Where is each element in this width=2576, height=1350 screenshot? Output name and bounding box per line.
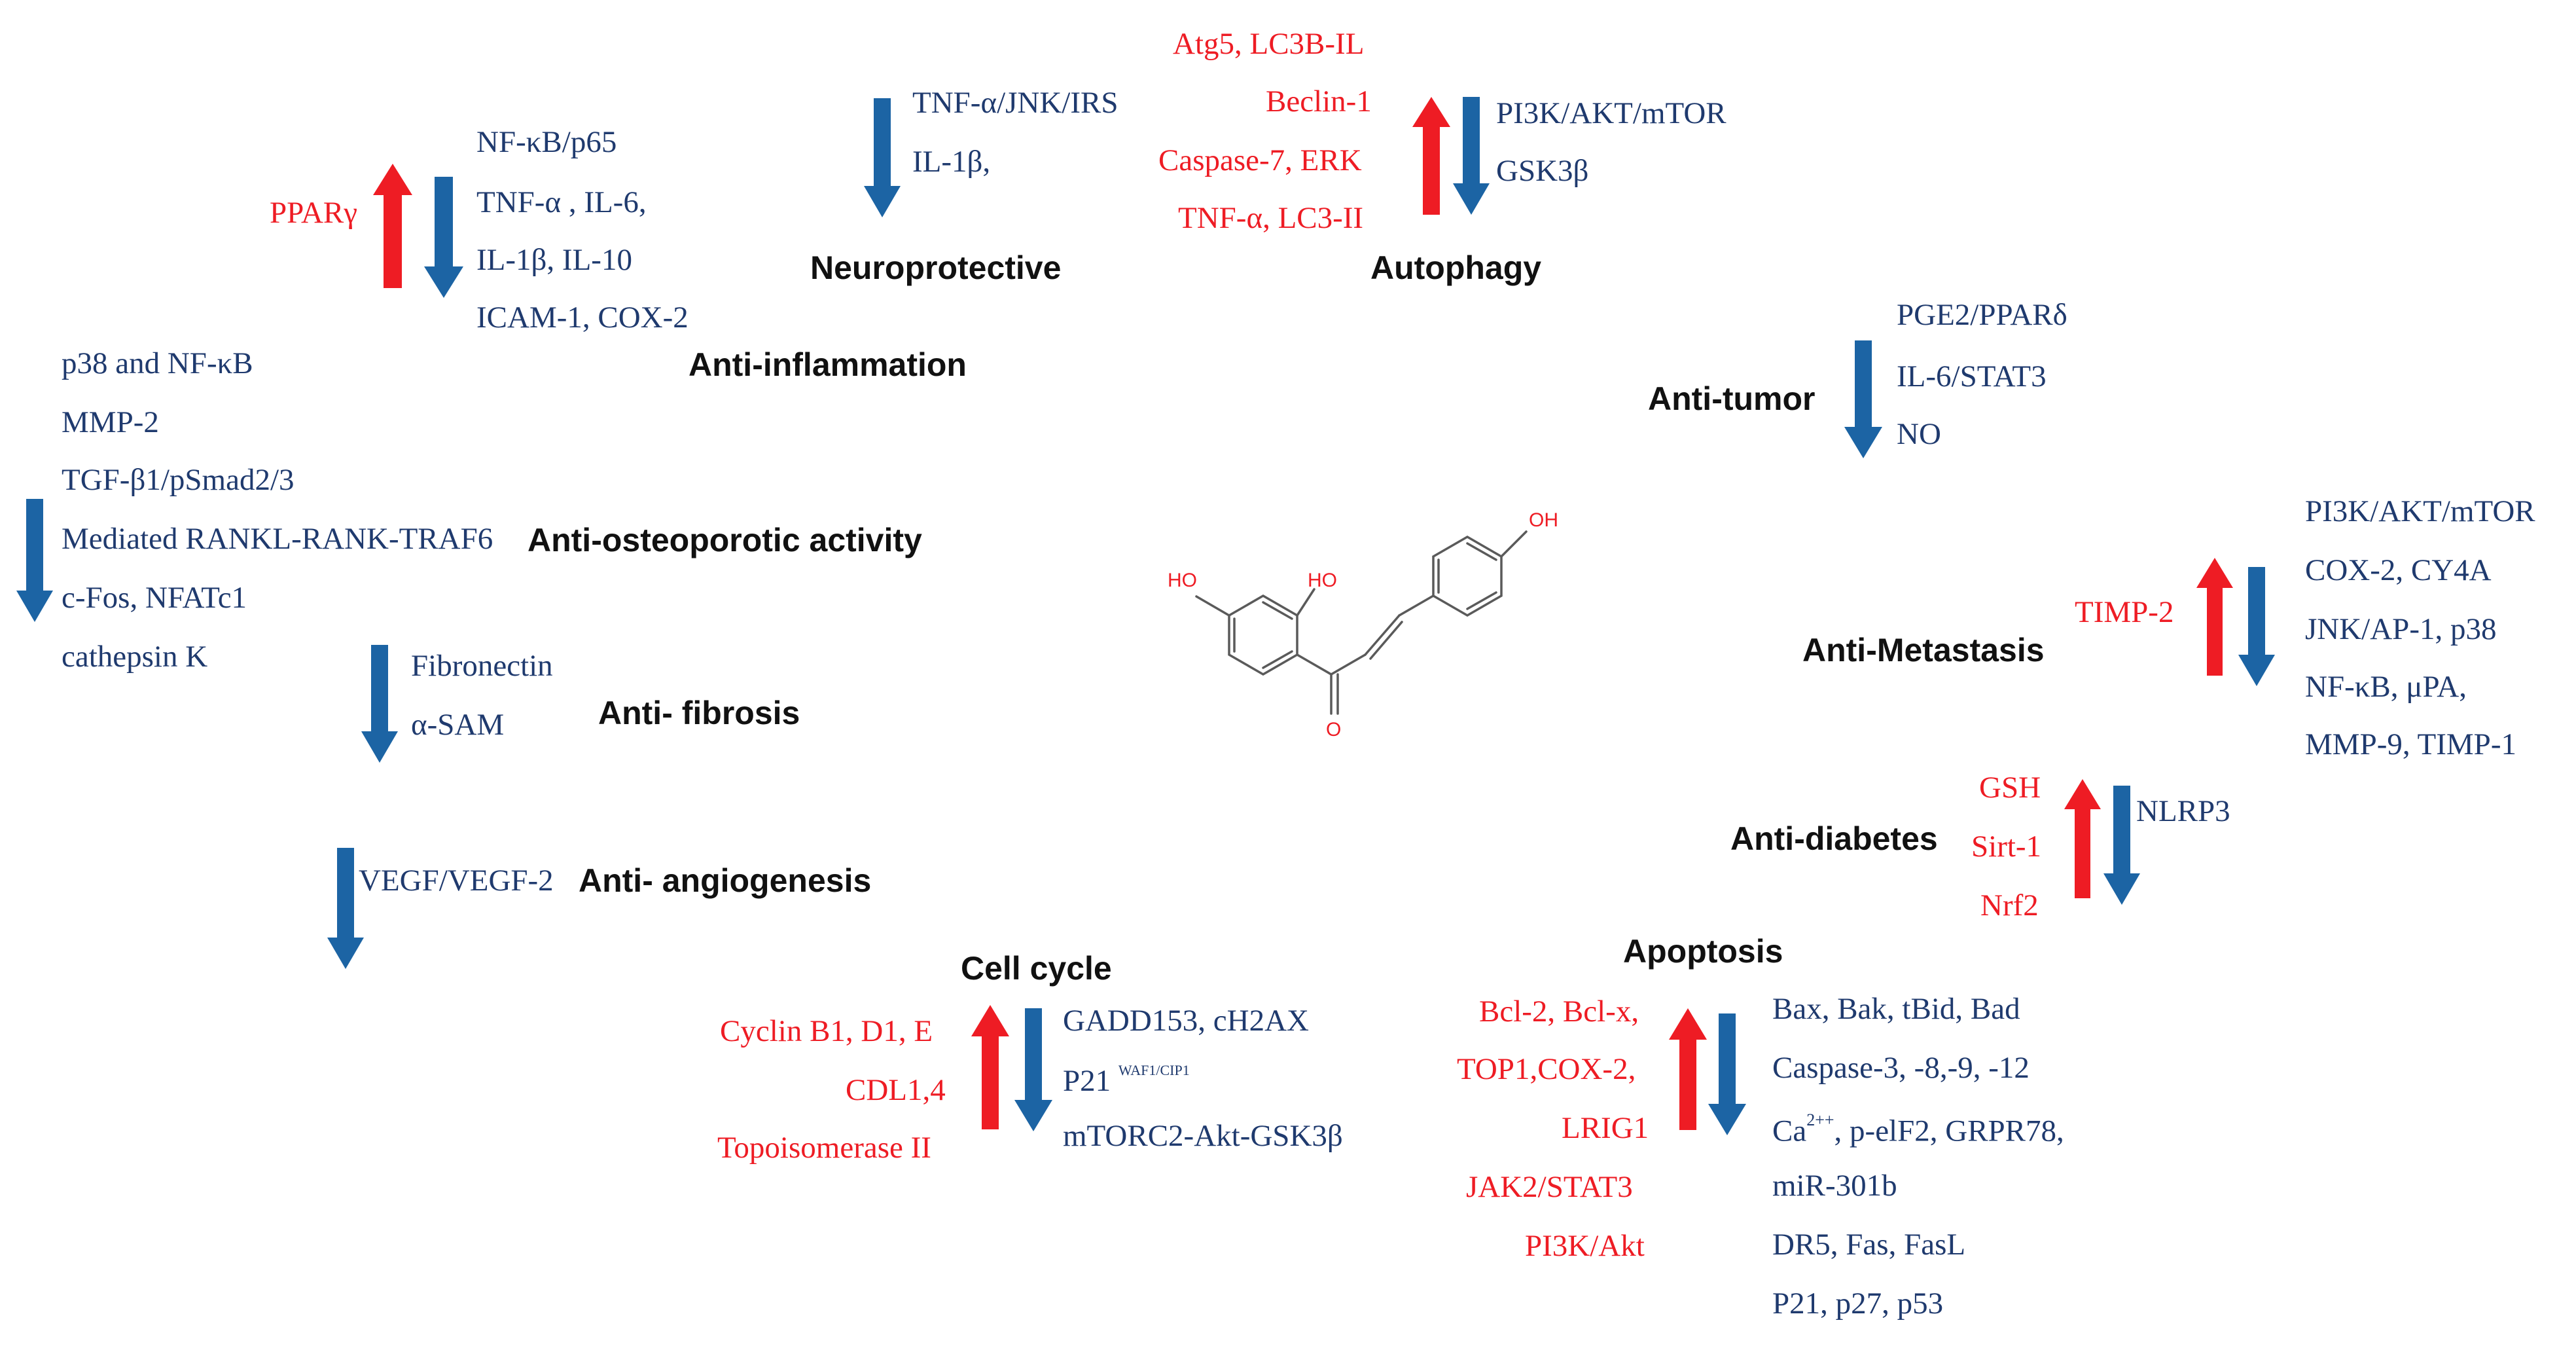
molecule-atom-label: OH <box>1529 509 1558 531</box>
molecule-atom-label: HO <box>1168 570 1197 591</box>
downregulated-target: NLRP3 <box>2136 794 2230 828</box>
downregulated-target: Caspase-3, -8,-9, -12 <box>1772 1051 2030 1085</box>
down-arrow <box>1453 97 1490 215</box>
downregulated-target: TGF-β1/pSmad2/3 <box>62 463 295 497</box>
ca-superscript: 2++ <box>1806 1110 1834 1129</box>
downregulated-target: IL-6/STAT3 <box>1897 359 2047 393</box>
downregulated-target: GADD153, cH2AX <box>1063 1004 1309 1038</box>
down-arrow <box>424 177 463 298</box>
p21-superscript: WAF1/CIP1 <box>1118 1062 1190 1078</box>
down-arrow <box>1844 340 1882 458</box>
category-title: Apoptosis <box>1623 933 1783 970</box>
downregulated-target: DR5, Fas, FasL <box>1772 1228 1966 1262</box>
down-arrow <box>16 499 53 622</box>
upregulated-target: Caspase-7, ERK <box>1158 143 1362 177</box>
upregulated-target: LRIG1 <box>1562 1111 1649 1145</box>
up-arrow <box>971 1005 1009 1129</box>
category-title: Anti-diabetes <box>1730 820 1938 857</box>
downregulated-target: PGE2/PPARδ <box>1897 298 2067 332</box>
upregulated-target: Bcl-2, Bcl-x, <box>1479 994 1639 1029</box>
downregulated-target: Fibronectin <box>411 649 553 683</box>
downregulated-target: NF-κB, μPA, <box>2305 670 2467 704</box>
upregulated-target: PI3K/Akt <box>1525 1229 1645 1263</box>
downregulated-target: MMP-9, TIMP-1 <box>2305 727 2516 761</box>
downregulated-target: ICAM-1, COX-2 <box>476 301 689 335</box>
up-arrow <box>2196 558 2233 676</box>
category-title: Anti-tumor <box>1648 380 1816 417</box>
down-arrow <box>2103 786 2140 905</box>
downregulated-target: cathepsin K <box>62 640 208 674</box>
downregulated-target: Bax, Bak, tBid, Bad <box>1772 992 2020 1026</box>
downregulated-target: α-SAM <box>411 708 505 742</box>
downregulated-target: mTORC2-Akt-GSK3β <box>1063 1119 1343 1153</box>
downregulated-target: Mediated RANKL-RANK-TRAF6 <box>62 522 493 556</box>
chemical-structure: HO HO OH O <box>1168 509 1558 740</box>
category-title: Cell cycle <box>961 950 1112 987</box>
upregulated-target: GSH <box>1979 771 2041 805</box>
category-title: Anti-inflammation <box>689 346 967 383</box>
category-title: Neuroprotective <box>810 249 1062 286</box>
downregulated-target: JNK/AP-1, p38 <box>2305 612 2497 646</box>
downregulated-target: c-Fos, NFATc1 <box>62 581 247 615</box>
up-arrow <box>2064 779 2101 898</box>
downregulated-target: PI3K/AKT/mTOR <box>2305 494 2535 528</box>
downregulated-target: GSK3β <box>1496 154 1589 188</box>
downregulated-target: PI3K/AKT/mTOR <box>1496 96 1726 130</box>
downregulated-target: P21 WAF1/CIP1 <box>1063 1062 1190 1099</box>
upregulated-target: JAK2/STAT3 <box>1466 1170 1633 1204</box>
up-arrow <box>373 164 412 288</box>
up-arrow <box>1412 97 1450 215</box>
downregulated-target: miR-301b <box>1772 1169 1897 1203</box>
downregulated-target: IL-1β, IL-10 <box>476 243 632 277</box>
down-arrow <box>361 645 398 763</box>
upregulated-target: TIMP-2 <box>2075 595 2174 629</box>
downregulated-target: p38 and NF-κB <box>62 346 253 380</box>
molecule-atom-label: HO <box>1308 570 1337 591</box>
upregulated-target: Beclin-1 <box>1266 84 1372 119</box>
downregulated-target: NO <box>1897 417 1941 451</box>
downregulated-target: TNF-α , IL-6, <box>476 185 647 219</box>
downregulated-target: NF-κB/p65 <box>476 125 617 159</box>
upregulated-target: PPARγ <box>270 196 358 230</box>
downregulated-target: IL-1β, <box>912 145 991 179</box>
molecule-atom-label: O <box>1326 719 1341 740</box>
downregulated-target: VEGF/VEGF-2 <box>359 864 554 898</box>
downregulated-target: MMP-2 <box>62 405 159 439</box>
downregulated-target: P21, p27, p53 <box>1772 1286 1944 1321</box>
category-title: Anti-Metastasis <box>1802 632 2045 668</box>
upregulated-target: Cyclin B1, D1, E <box>720 1014 933 1048</box>
up-arrow <box>1669 1008 1707 1130</box>
downregulated-target: Ca2++, p-elF2, GRPR78, <box>1772 1110 2064 1148</box>
category-title: Anti- fibrosis <box>598 695 800 731</box>
downregulated-target: TNF-α/JNK/IRS <box>912 86 1118 120</box>
down-arrow <box>2238 567 2275 686</box>
upregulated-target: Atg5, LC3B-IL <box>1173 27 1365 61</box>
category-title: Autophagy <box>1370 249 1542 286</box>
upregulated-target: TOP1,COX-2, <box>1457 1052 1636 1086</box>
category-title: Anti- angiogenesis <box>579 862 872 899</box>
down-arrow <box>864 98 901 217</box>
down-arrow <box>1014 1008 1052 1131</box>
upregulated-target: Topoisomerase II <box>717 1131 931 1165</box>
down-arrow <box>327 848 364 969</box>
upregulated-target: CDL1,4 <box>846 1073 946 1107</box>
upregulated-target: Nrf2 <box>1980 888 2039 922</box>
downregulated-target: COX-2, CY4A <box>2305 553 2492 587</box>
category-title: Anti-osteoporotic activity <box>528 522 922 558</box>
upregulated-target: Sirt-1 <box>1971 830 2042 864</box>
upregulated-target: TNF-α, LC3-II <box>1178 201 1364 235</box>
down-arrow <box>1708 1013 1746 1135</box>
